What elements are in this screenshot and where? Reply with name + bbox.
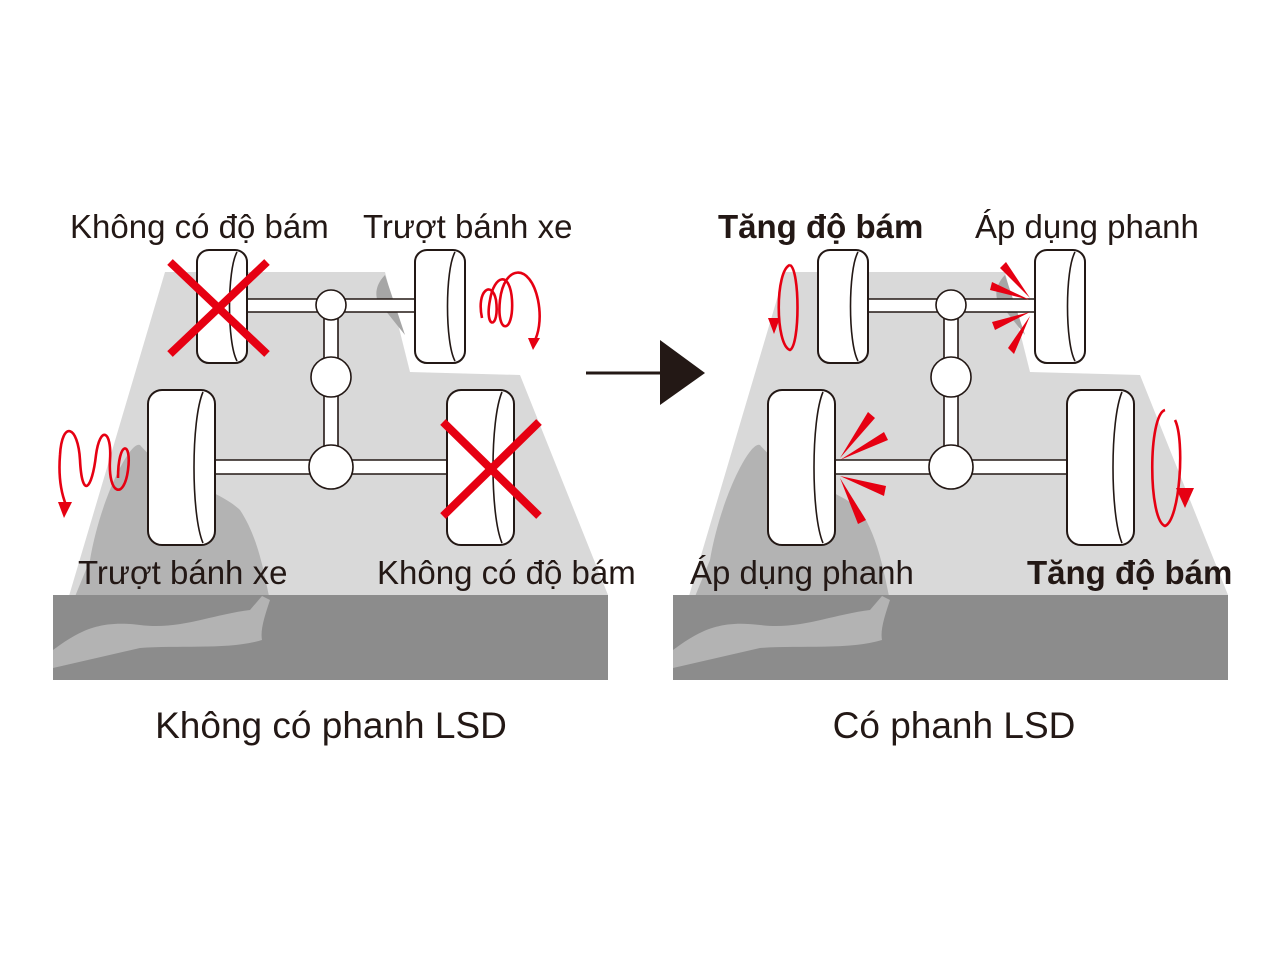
panel-with-lsd: Tăng độ bám Áp dụng phanh Áp dụng phanh … [673, 208, 1232, 746]
caption-without-lsd: Không có phanh LSD [155, 705, 507, 746]
rear-left-wheel [767, 389, 836, 546]
transition-arrow-icon [586, 340, 705, 405]
caption-with-lsd: Có phanh LSD [833, 705, 1076, 746]
no-traction-x-icon [440, 419, 542, 519]
rear-right-wheel [446, 389, 515, 546]
rotation-arrow-icon [768, 263, 799, 352]
label-no-traction-front: Không có độ bám [70, 208, 329, 245]
wheel-spin-spiral-icon [479, 271, 541, 350]
front-right-wheel [414, 249, 466, 364]
brake-burst-icon [840, 412, 888, 524]
rear-left-wheel [147, 389, 216, 546]
label-increase-traction-front: Tăng độ bám [718, 208, 923, 245]
rotation-arrow-icon [1150, 408, 1194, 528]
label-wheel-slip-front: Trượt bánh xe [363, 208, 572, 245]
front-left-wheel [817, 249, 869, 364]
no-traction-x-icon [167, 259, 270, 357]
label-wheel-slip-rear: Trượt bánh xe [78, 554, 287, 591]
label-apply-brake-rear: Áp dụng phanh [690, 554, 914, 591]
brake-burst-icon [990, 262, 1030, 354]
label-no-traction-rear: Không có độ bám [377, 554, 636, 591]
label-increase-traction-rear: Tăng độ bám [1027, 554, 1232, 591]
label-apply-brake-front: Áp dụng phanh [975, 208, 1199, 245]
rear-right-wheel [1066, 389, 1135, 546]
panel-without-lsd: Không có độ bám Trượt bánh xe Trượt bánh… [53, 208, 636, 746]
wheel-spin-spiral-icon [58, 429, 130, 518]
front-right-wheel [1034, 249, 1086, 364]
